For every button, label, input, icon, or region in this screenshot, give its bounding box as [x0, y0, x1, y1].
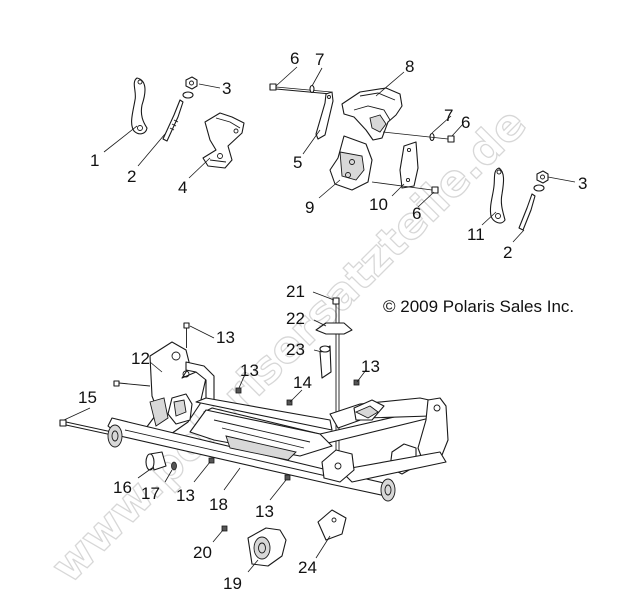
- part-5-strap: [315, 91, 334, 140]
- part-24-plate: [317, 509, 347, 541]
- callout-20: 20: [193, 543, 212, 562]
- callout-13-a: 13: [216, 328, 235, 347]
- part-12-bolt: [113, 380, 151, 387]
- part-13-bolt-d: [208, 457, 215, 464]
- part-3-nut-right: [533, 170, 549, 192]
- callout-17: 17: [141, 484, 160, 503]
- part-7-washer-top: [309, 84, 315, 94]
- part-8-cover: [341, 87, 403, 141]
- callout-7-right: 7: [444, 106, 453, 125]
- part-13-bolt-a: [183, 322, 190, 348]
- callout-13-e: 13: [255, 502, 274, 521]
- part-19-bracket: [247, 527, 287, 567]
- callout-24: 24: [298, 558, 317, 577]
- callout-6-right: 6: [461, 113, 470, 132]
- callout-3: 3: [222, 79, 231, 98]
- copyright-text: © 2009 Polaris Sales Inc.: [383, 297, 574, 316]
- callout-12: 12: [131, 349, 150, 368]
- frame-end-bushing-left: [107, 424, 123, 448]
- part-15-bolt: [59, 419, 113, 436]
- callout-22: 22: [286, 309, 305, 328]
- callout-14: 14: [293, 373, 312, 392]
- part-2-bolt-right: [518, 193, 536, 231]
- callout-5: 5: [293, 153, 302, 172]
- callout-23: 23: [286, 340, 305, 359]
- callout-2: 2: [127, 167, 136, 186]
- part-13-bolt-e: [284, 474, 291, 481]
- callout-6-top: 6: [290, 49, 299, 68]
- part-17-washer: [171, 461, 177, 471]
- callout-9: 9: [305, 198, 314, 217]
- part-9-bracket: [329, 135, 373, 191]
- part-6-nut-right: [382, 131, 455, 143]
- leader-lines: [63, 66, 576, 573]
- part-23-spacer: [319, 345, 332, 379]
- callout-21: 21: [286, 282, 305, 301]
- part-20-bolt: [221, 525, 228, 532]
- callout-4: 4: [178, 178, 187, 197]
- callout-10: 10: [369, 195, 388, 214]
- part-13-bolt-b: [235, 387, 242, 394]
- part-14-bolt: [286, 399, 293, 406]
- part-11-link: [489, 167, 506, 224]
- callout-6-lower: 6: [412, 204, 421, 223]
- frame-end-bushing-right: [380, 478, 396, 502]
- callout-13-d: 13: [176, 486, 195, 505]
- callout-13-b: 13: [240, 361, 259, 380]
- callout-13-c: 13: [361, 357, 380, 376]
- callout-15: 15: [78, 388, 97, 407]
- part-1-link: [131, 77, 148, 135]
- callout-11: 11: [467, 225, 485, 244]
- callout-1: 1: [90, 151, 99, 170]
- part-6-bolt-top: [269, 83, 332, 95]
- part-16-bushing: [145, 451, 167, 471]
- part-3-nut: [182, 76, 198, 99]
- callout-2-right: 2: [503, 243, 512, 262]
- part-13-bolt-c: [353, 379, 360, 386]
- part-4-bracket: [202, 112, 245, 169]
- callout-19: 19: [223, 574, 242, 593]
- callout-8: 8: [405, 57, 414, 76]
- part-2-bolt: [162, 99, 184, 142]
- callout-16: 16: [113, 478, 132, 497]
- part-10-plate: [399, 141, 419, 189]
- callout-18: 18: [209, 495, 228, 514]
- callout-7-top: 7: [315, 50, 324, 69]
- part-18-frame: [107, 341, 449, 497]
- callout-3-right: 3: [578, 174, 587, 193]
